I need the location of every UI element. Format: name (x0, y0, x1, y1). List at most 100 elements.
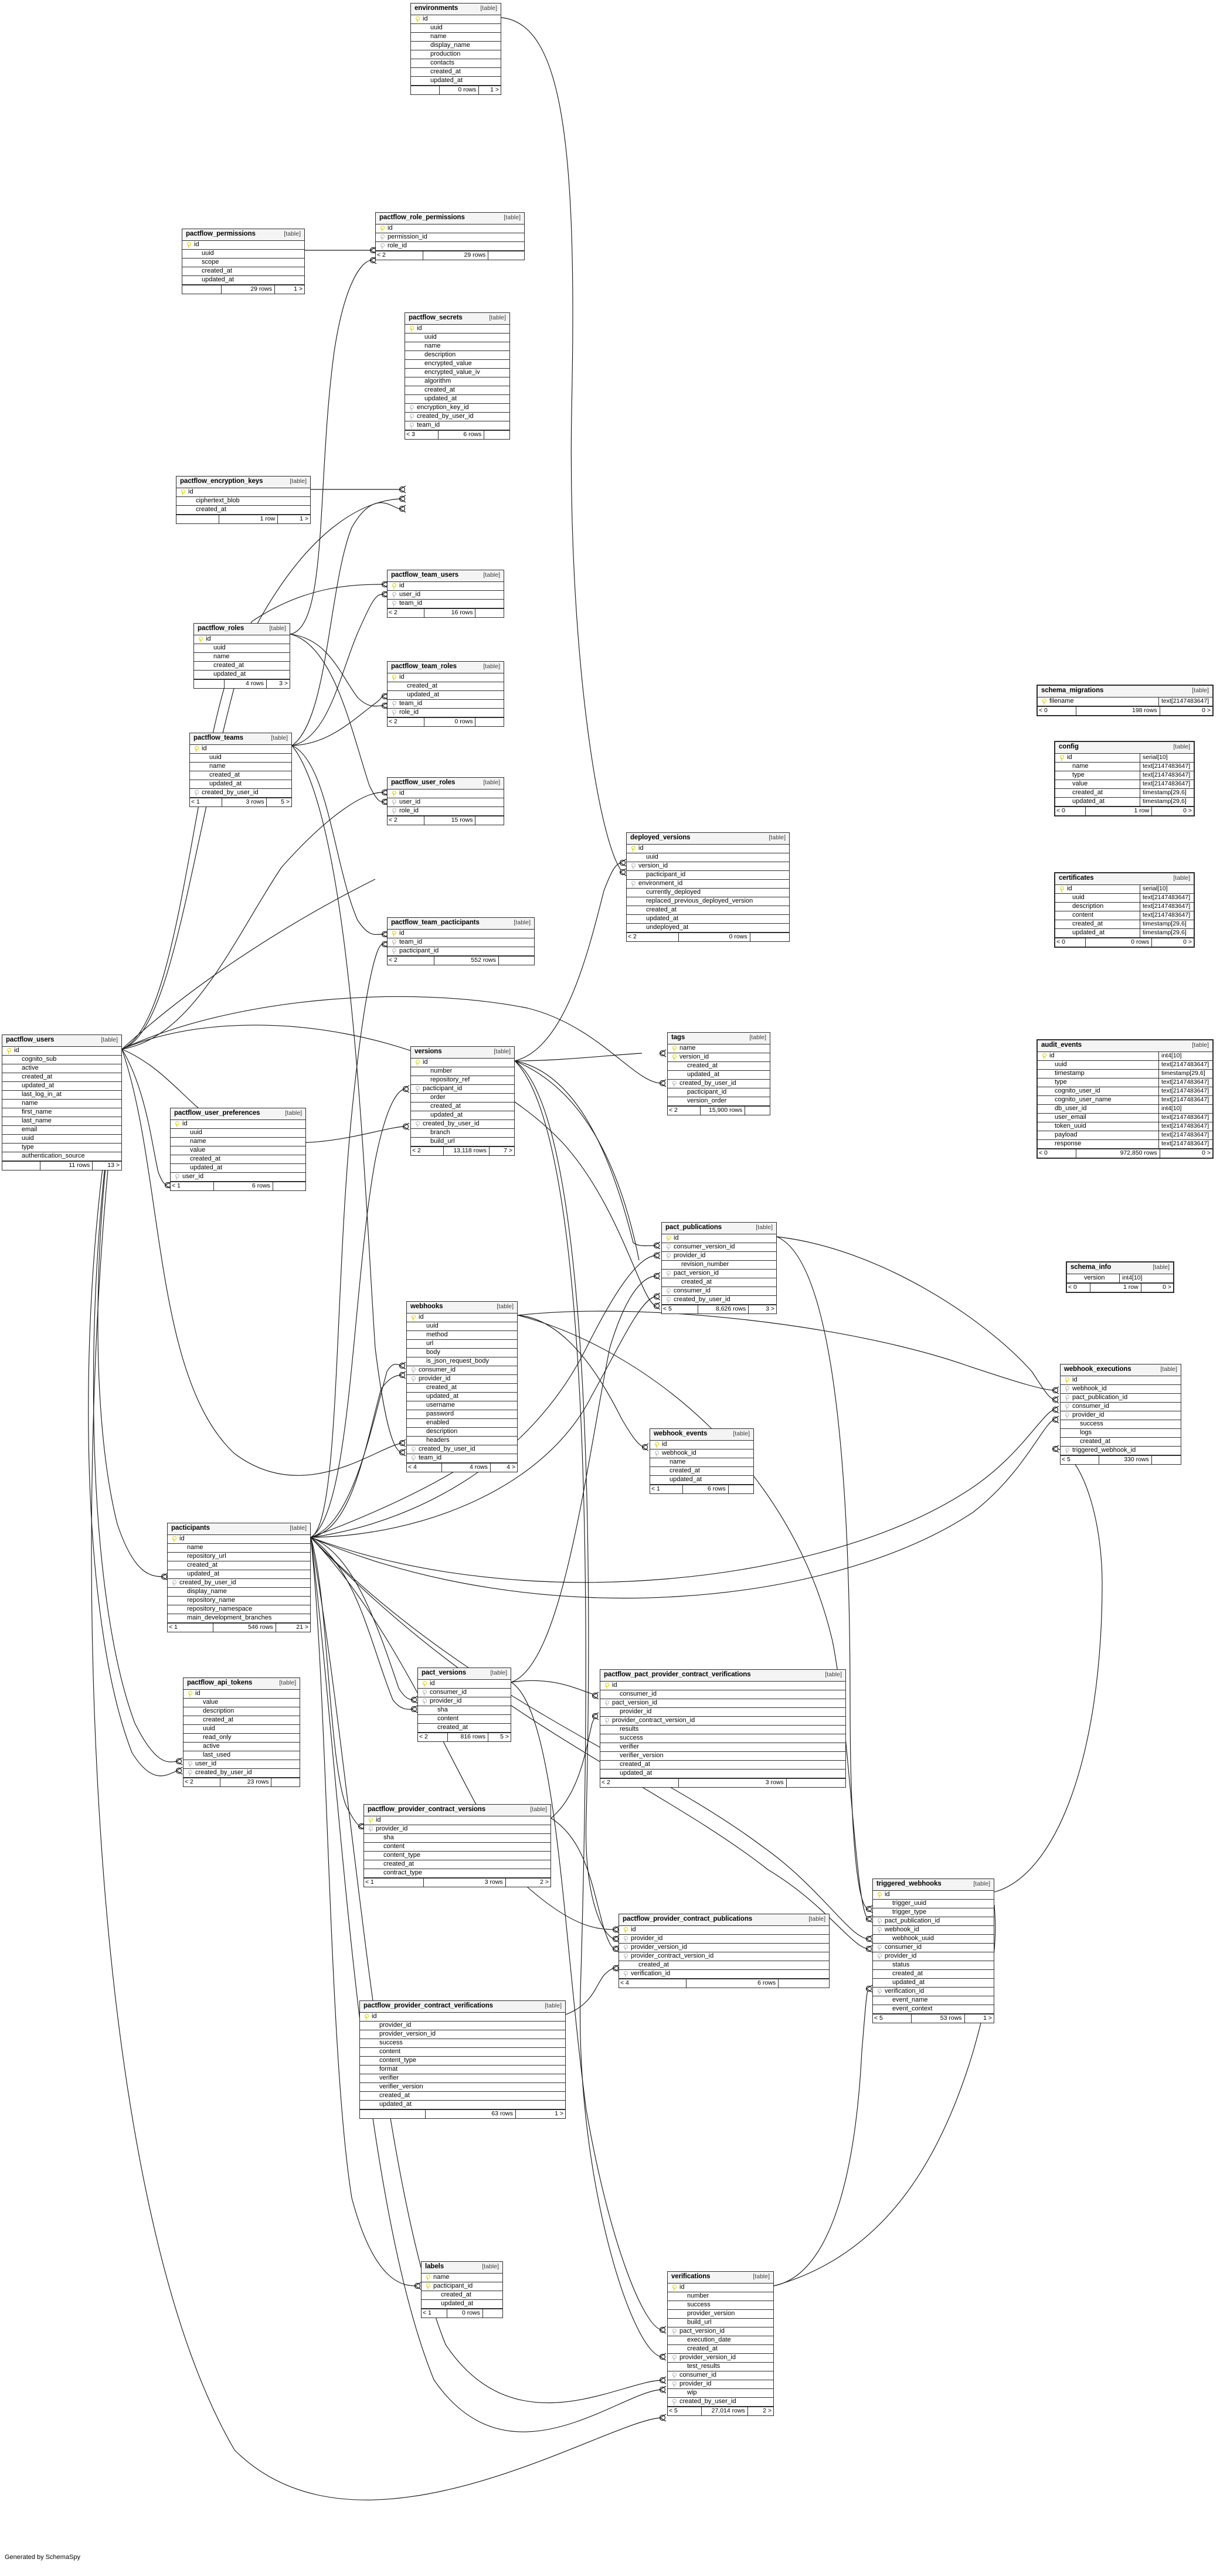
column-row[interactable]: authentication_source (2, 1152, 121, 1161)
table-header[interactable]: verifications[table] (668, 2272, 773, 2284)
column-row[interactable]: id (662, 1234, 776, 1243)
column-row[interactable]: consumer_id (600, 1690, 845, 1699)
column-row[interactable]: id (1061, 1376, 1181, 1385)
column-row[interactable]: user_id (171, 1173, 305, 1182)
column-row[interactable]: uuid (183, 1725, 300, 1734)
column-row[interactable]: created_by_user_id (190, 789, 291, 798)
column-row[interactable]: consumer_id (1061, 1403, 1181, 1411)
column-row[interactable]: number (668, 2292, 773, 2301)
column-row[interactable]: id (388, 790, 504, 798)
column-row[interactable]: created_at (619, 1961, 829, 1970)
column-row[interactable]: content (418, 1715, 511, 1724)
table-header[interactable]: webhook_events[table] (650, 1429, 753, 1441)
column-row[interactable]: status (873, 1961, 994, 1970)
column-row[interactable]: id (873, 1891, 994, 1900)
column-row[interactable]: contract_type (364, 1869, 550, 1878)
table-header[interactable]: pactflow_provider_contract_publications[… (619, 1914, 829, 1926)
table-header[interactable]: schema_migrations[table] (1038, 686, 1212, 697)
column-row[interactable]: sha (418, 1706, 511, 1715)
column-row[interactable]: provider_id (407, 1375, 517, 1384)
column-row[interactable]: name (171, 1138, 305, 1146)
column-row[interactable]: id (388, 673, 504, 682)
column-row[interactable]: updated_at (873, 1979, 994, 1988)
column-row[interactable]: webhook_id (873, 1926, 994, 1935)
column-row[interactable]: format (360, 2065, 565, 2074)
table-pactflow_provider_contract_publications[interactable]: pactflow_provider_contract_publications[… (619, 1914, 830, 1988)
column-row[interactable]: uuid (405, 334, 509, 342)
column-row[interactable]: pact_version_id (662, 1270, 776, 1278)
column-row[interactable]: created_at (405, 386, 509, 395)
column-row[interactable]: id (619, 1926, 829, 1935)
column-row[interactable]: sha (364, 1834, 550, 1843)
column-row[interactable]: created_at (650, 1467, 753, 1476)
column-row[interactable]: created_at (182, 267, 304, 276)
column-row[interactable]: repository_name (168, 1597, 310, 1605)
column-row[interactable]: consumer_id (407, 1366, 517, 1375)
column-row[interactable]: name (668, 1044, 770, 1053)
column-row[interactable]: updated_at (171, 1164, 305, 1173)
column-row[interactable]: enabled (407, 1419, 517, 1428)
column-row[interactable]: team_id (407, 1454, 517, 1463)
column-row[interactable]: description (407, 1428, 517, 1437)
table-header[interactable]: pactflow_users[table] (2, 1035, 121, 1047)
column-row[interactable]: uuid (190, 754, 291, 763)
column-row[interactable]: pact_publication_id (1061, 1394, 1181, 1403)
column-row[interactable]: created_at (388, 682, 504, 691)
column-row[interactable]: pact_version_id (600, 1699, 845, 1708)
table-header[interactable]: pactflow_team_pacticipants[table] (388, 918, 534, 930)
column-row[interactable]: url (407, 1340, 517, 1349)
column-row[interactable]: description (405, 351, 509, 360)
table-header[interactable]: pactflow_role_permissions[table] (376, 213, 524, 224)
column-row[interactable]: display_name (168, 1588, 310, 1597)
column-row[interactable]: scope (182, 258, 304, 267)
table-header[interactable]: pactflow_permissions[table] (182, 229, 304, 241)
column-row[interactable]: value (183, 1699, 300, 1707)
column-row[interactable]: id (2, 1047, 121, 1056)
column-row[interactable]: pacticipant_id (388, 947, 534, 956)
column-row[interactable]: replaced_previous_deployed_version (627, 897, 789, 906)
column-row[interactable]: uuid (171, 1129, 305, 1138)
column-row[interactable]: content (360, 2048, 565, 2057)
column-row[interactable]: webhook_id (1061, 1385, 1181, 1394)
column-row[interactable]: created_at (411, 1102, 514, 1111)
column-row[interactable]: verifier_version (600, 1752, 845, 1761)
column-row[interactable]: type (2, 1144, 121, 1152)
column-row[interactable]: updated_at (668, 1071, 770, 1080)
column-row[interactable]: content_type (360, 2057, 565, 2065)
column-row[interactable]: created_at (407, 1384, 517, 1393)
column-row[interactable]: branch (411, 1129, 514, 1138)
column-row[interactable]: created_at (627, 906, 789, 915)
column-row[interactable]: updated_at (407, 1393, 517, 1401)
column-row[interactable]: updated_at (182, 276, 304, 285)
column-row[interactable]: created_at (873, 1970, 994, 1979)
column-row[interactable]: permission_id (376, 233, 524, 242)
column-row[interactable]: team_id (405, 421, 509, 430)
table-header[interactable]: labels[table] (422, 2262, 502, 2274)
column-row[interactable]: updated_at (194, 671, 290, 679)
table-header[interactable]: webhook_executions[table] (1061, 1364, 1181, 1376)
